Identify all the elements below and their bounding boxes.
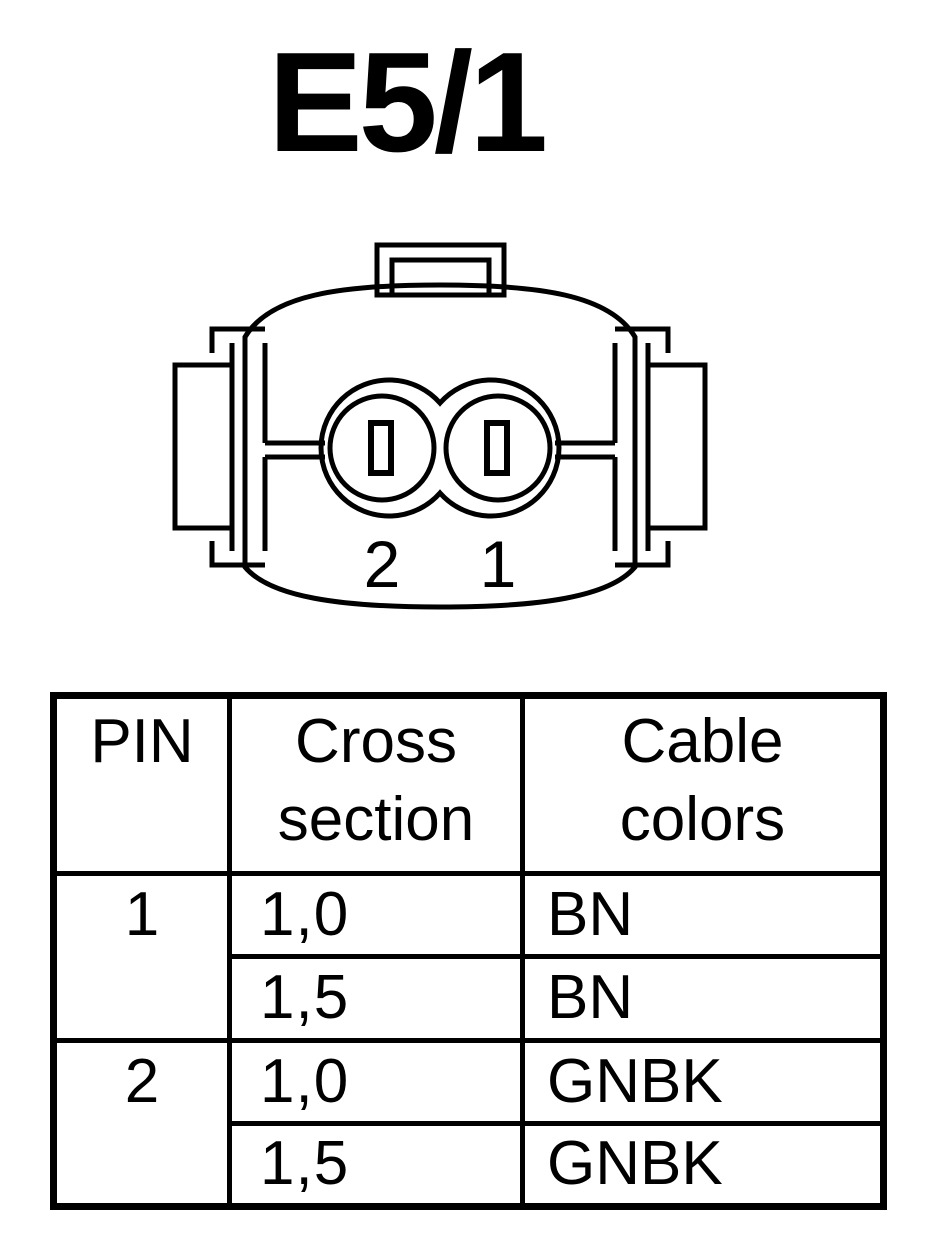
right-clip-tab <box>645 362 708 531</box>
pin-number: 2 <box>51 1037 232 1209</box>
pin-number: 1 <box>51 871 232 1043</box>
cable-color-value: BN <box>520 954 886 1043</box>
pin-assignment-table: PIN Cross section Cable colors 1 1,0 BN … <box>50 692 887 1210</box>
connector-body <box>242 282 638 610</box>
header-cross-section: Cross section <box>227 693 525 876</box>
cable-color-value: GNBK <box>520 1120 886 1210</box>
header-cable-colors: Cable colors <box>520 693 886 876</box>
pin-2-contact <box>368 420 394 476</box>
right-clip-bracket <box>615 326 671 568</box>
table-row: 1 1,0 BN <box>51 870 886 1043</box>
connector-diagram: 2 1 <box>172 242 708 610</box>
table-header-row: PIN Cross section Cable colors <box>51 693 886 876</box>
left-clip-tab <box>172 362 235 531</box>
connector-title: E5/1 <box>268 23 548 182</box>
cavity-pin-1 <box>443 393 553 503</box>
table-row: 1,5 BN <box>54 954 886 1043</box>
cable-color-value: GNBK <box>520 1037 886 1126</box>
cross-section-value: 1,5 <box>227 1120 525 1210</box>
cavity-outline <box>318 377 562 519</box>
table-row: 1,5 GNBK <box>54 1120 886 1210</box>
pin-label-2: 2 <box>364 527 401 601</box>
cross-section-value: 1,5 <box>227 954 525 1043</box>
table-row: 2 1,0 GNBK <box>51 1037 886 1209</box>
cable-color-value: BN <box>520 870 886 960</box>
pin-1-contact <box>484 420 510 476</box>
header-pin: PIN <box>51 693 232 876</box>
cross-section-value: 1,0 <box>227 1037 525 1126</box>
left-clip-bracket <box>209 326 265 568</box>
cavity-pin-2 <box>327 393 437 503</box>
header-cable-colors-line-1: Cable <box>621 707 784 776</box>
header-cross-section-line-1: Cross <box>295 707 457 776</box>
header-cable-colors-line-2: colors <box>619 785 786 854</box>
pin-label-1: 1 <box>480 527 517 601</box>
header-cross-section-line-2: section <box>277 785 475 854</box>
cross-section-value: 1,0 <box>227 870 525 960</box>
latch-inner <box>389 257 492 298</box>
